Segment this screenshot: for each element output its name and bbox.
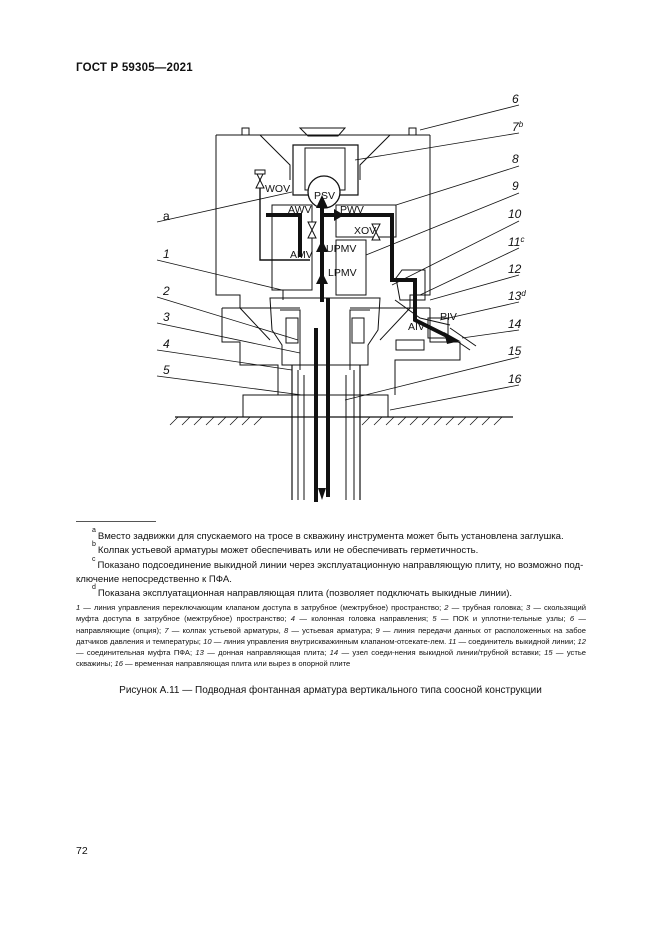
legend-text: — донная направляющая плита; [203, 648, 330, 658]
legend-number: 12 [577, 636, 586, 646]
valve-label-pwv: PWV [340, 204, 364, 216]
legend-number: 1 [76, 603, 81, 612]
callout-6: 6 [512, 92, 519, 106]
callout-3: 3 [163, 310, 170, 324]
callout-10: 10 [508, 207, 522, 221]
legend-number: 2 [444, 603, 449, 612]
legend-text: — линия передачи данных от расположенных… [76, 625, 586, 646]
legend-text: — устье скважины; [76, 648, 587, 669]
legend-number: 14 [329, 648, 339, 658]
callout-12: 12 [508, 262, 522, 276]
legend-number: 8 [283, 625, 289, 635]
footnote-c: cПоказано подсоединение выкидной линии ч… [76, 556, 584, 586]
legend-number: 7 [164, 625, 169, 635]
document-header: ГОСТ Р 59305—2021 [76, 62, 193, 74]
legend-text: — колпак устьевой арматуры, [168, 625, 284, 635]
legend-number: 5 [432, 614, 437, 624]
valve-label-amv: AMV [290, 249, 313, 261]
legend-number: 9 [375, 625, 380, 635]
valve-label-psv: PSV [314, 190, 335, 202]
valve-label-wov: WOV [265, 183, 290, 195]
footnote-a: aВместо задвижки для спускаемого на трос… [92, 527, 564, 543]
legend-text: — направляющие (опция); [76, 614, 586, 635]
valve-label-lpmv: LPMV [328, 267, 357, 279]
footnote-b: bКолпак устьевой арматуры может обеспечи… [92, 541, 479, 557]
page-number: 72 [76, 845, 88, 857]
legend-number: 16 [114, 659, 123, 669]
callout-9: 9 [512, 179, 519, 193]
figure-caption: Рисунок А.11 — Подводная фонтанная армат… [119, 685, 542, 696]
footnote-d: dПоказана эксплуатационная направляющая … [92, 584, 513, 600]
callout-1: 1 [163, 247, 170, 261]
valve-label-awv: AWV [288, 204, 312, 216]
callout-14: 14 [508, 317, 522, 331]
valve-label-upmv: UPMV [326, 243, 356, 255]
callout-11: 11c [508, 235, 524, 249]
callout-4: 4 [163, 337, 170, 351]
valve-label-piv: PIV [440, 311, 457, 323]
legend-text: — временная направляющая плита или вырез… [122, 659, 351, 669]
callout-5: 5 [163, 363, 170, 377]
legend-number: 13 [195, 648, 204, 658]
legend-text: — узел соеди-нения выкидной линии/трубно… [338, 648, 545, 658]
legend-text: — соединитель выкидной линии; [456, 636, 578, 646]
legend-number: 3 [526, 603, 531, 612]
legend-number: 10 [203, 636, 212, 646]
wellhead-diagram: WOV PSV AWV PWV XOV UPMV AMV LPMV AIV PI… [156, 92, 526, 502]
footnote-rule [76, 521, 156, 522]
legend-number: 6 [569, 614, 575, 624]
legend-text: — колонная головка направления; [295, 614, 433, 624]
callout-8: 8 [512, 152, 519, 166]
callout-7: 7b [512, 120, 524, 134]
legend-text: — ПОК и уплотни-тельные узлы; [436, 614, 570, 624]
legend-number: 15 [544, 648, 553, 658]
legend-number: 11 [448, 636, 457, 646]
callout-16: 16 [508, 372, 522, 386]
callout-a: a [163, 209, 170, 223]
valve-label-aiv: AIV [408, 321, 425, 333]
legend-text: — скользящий муфта доступа в затрубное (… [76, 603, 586, 624]
legend-text: — линия управления переключающим клапано… [80, 603, 445, 612]
callout-13: 13d [508, 289, 526, 303]
figure-legend: 1 — линия управления переключающим клапа… [76, 602, 586, 670]
legend-number: 4 [290, 614, 296, 624]
callout-2: 2 [162, 284, 170, 298]
legend-text: — трубная головка; [448, 603, 527, 612]
valve-label-xov: XOV [354, 225, 376, 237]
legend-text: — линия управления внутрискважинным клап… [211, 636, 449, 646]
legend-text: — устьевая арматура; [288, 625, 376, 635]
callout-15: 15 [508, 344, 522, 358]
legend-text: — соединительная муфта ПФА; [76, 648, 196, 658]
